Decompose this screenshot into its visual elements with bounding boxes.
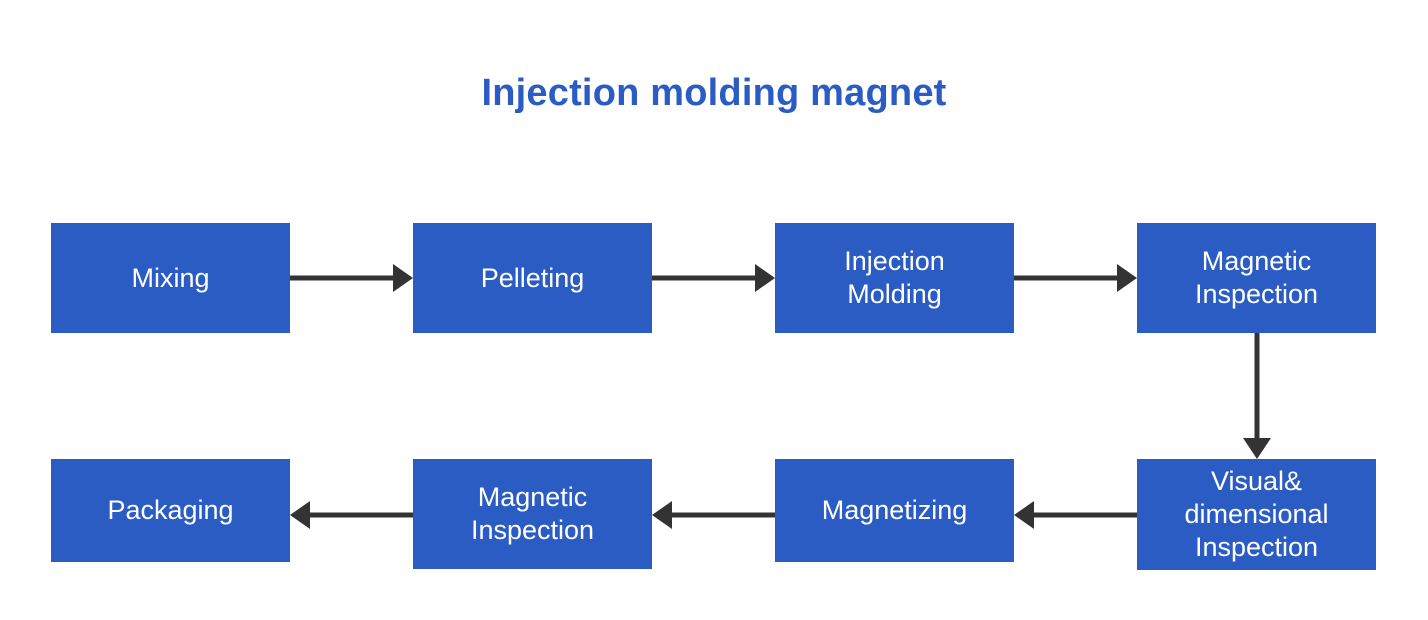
arrow-magnetic-inspection-to-visual-dimensional (1243, 333, 1271, 459)
arrow-magnetic-inspection-to-packaging (290, 501, 413, 529)
arrow-pelleting-to-injection-molding (652, 264, 775, 292)
process-box-injection-molding[interactable]: Injection Molding (775, 223, 1014, 333)
process-box-pelleting[interactable]: Pelleting (413, 223, 652, 333)
process-box-magnetic-inspection-first[interactable]: Magnetic Inspection (1137, 223, 1376, 333)
arrow-visual-dimensional-to-magnetizing (1014, 501, 1137, 529)
arrow-mixing-to-pelleting (290, 264, 413, 292)
page-title: Injection molding magnet (481, 72, 947, 114)
process-box-magnetic-inspection-second[interactable]: Magnetic Inspection (413, 459, 652, 569)
arrow-injection-molding-to-magnetic-inspection (1014, 264, 1137, 292)
arrow-magnetizing-to-magnetic-inspection (652, 501, 775, 529)
process-box-magnetizing[interactable]: Magnetizing (775, 459, 1014, 562)
process-box-packaging[interactable]: Packaging (51, 459, 290, 562)
process-box-visual-dimensional-inspection[interactable]: Visual& dimensional Inspection (1137, 459, 1376, 570)
process-box-mixing[interactable]: Mixing (51, 223, 290, 333)
